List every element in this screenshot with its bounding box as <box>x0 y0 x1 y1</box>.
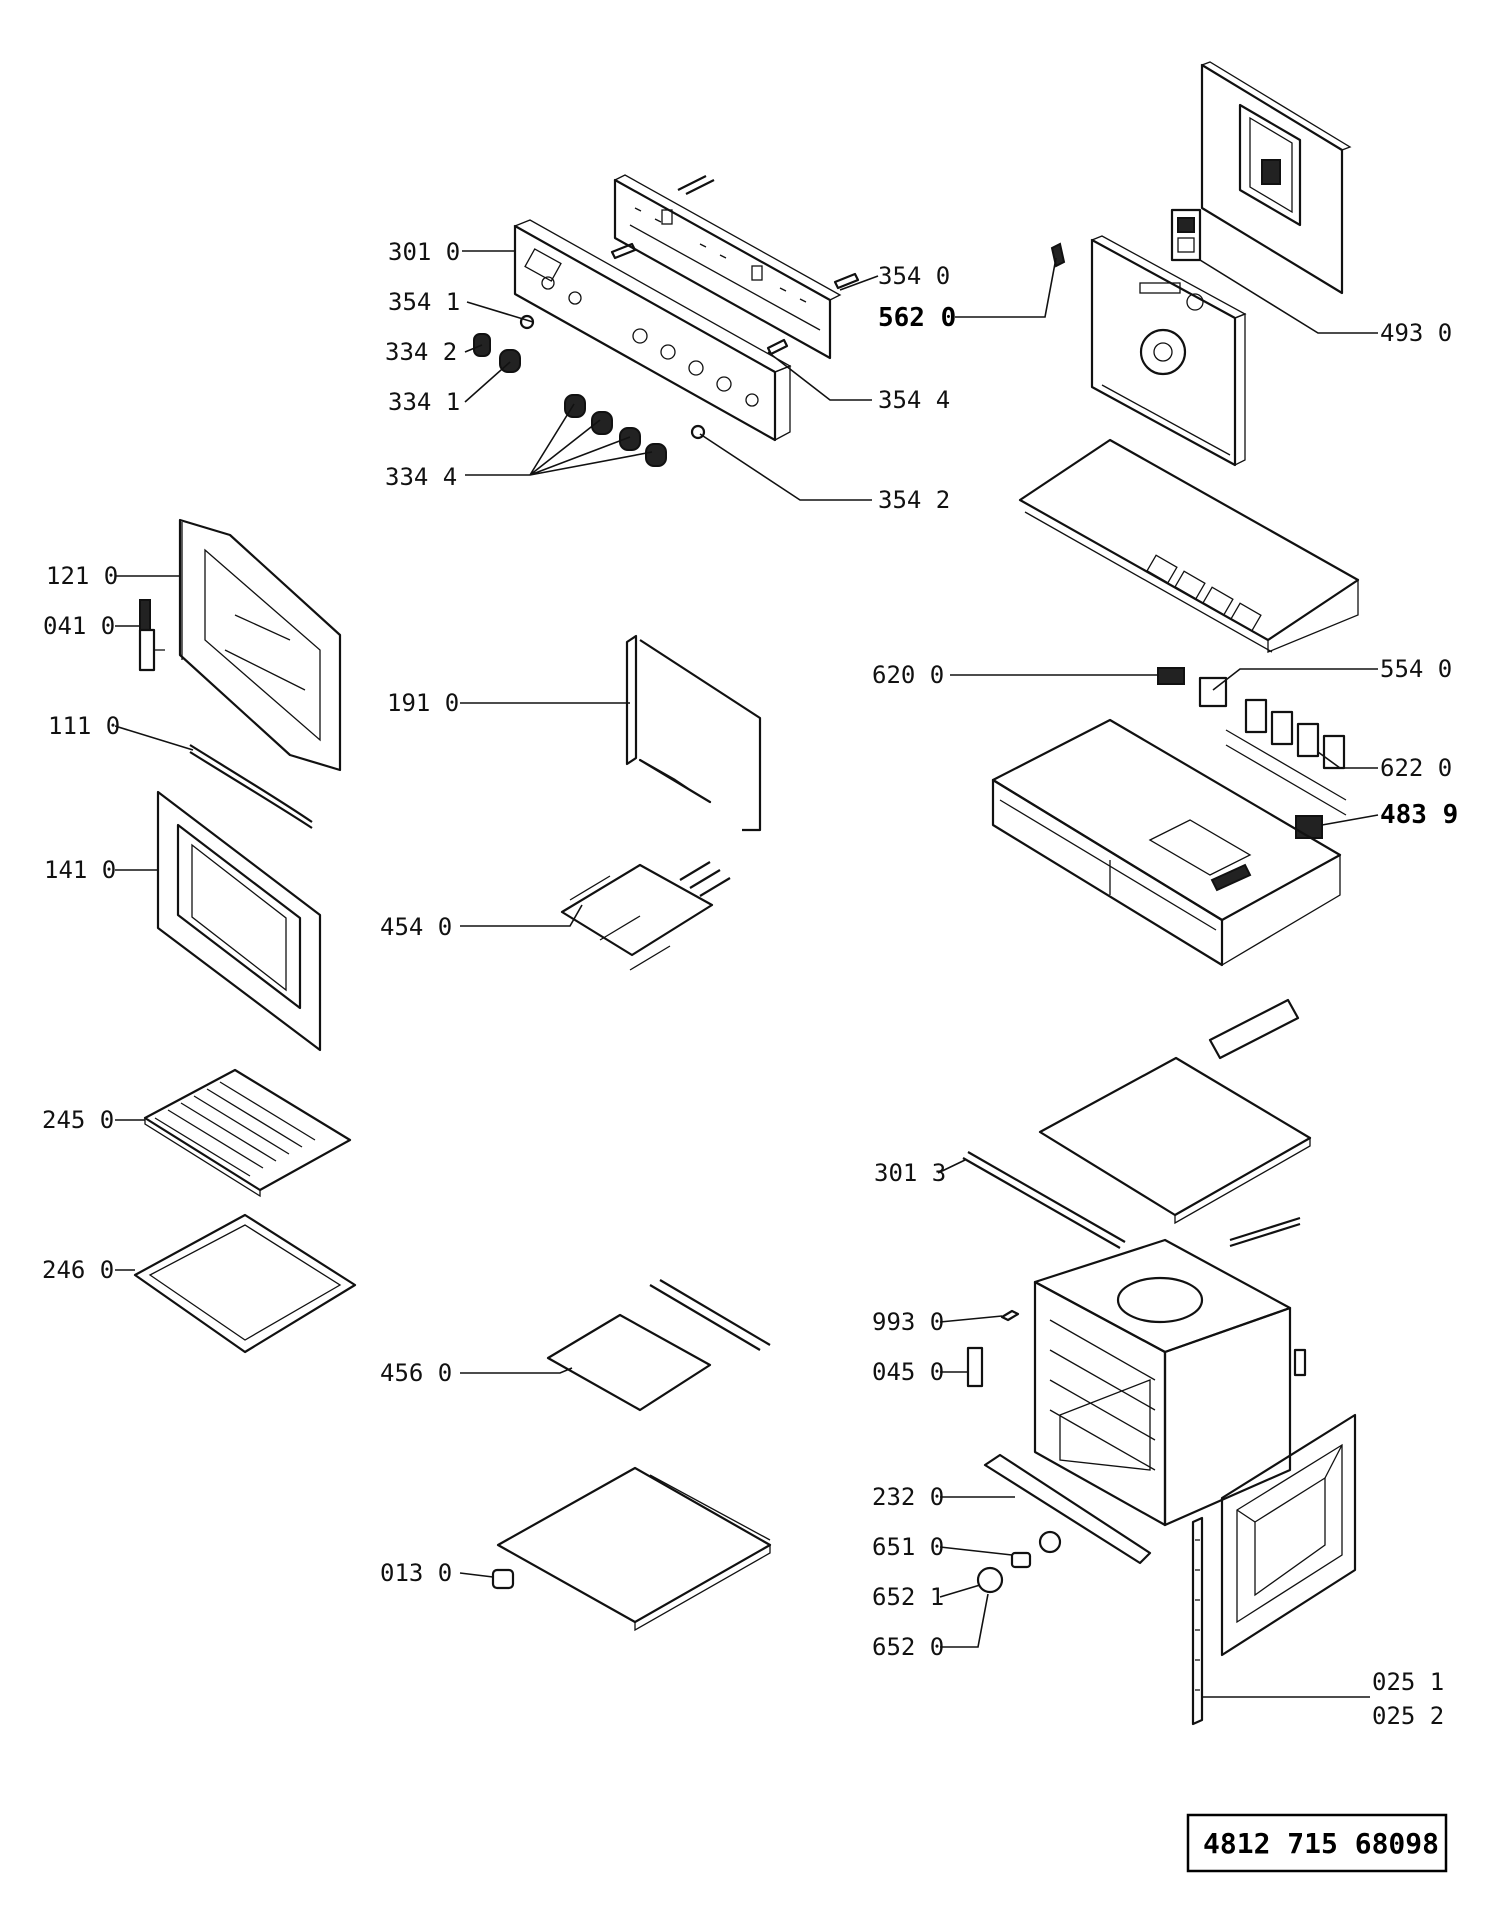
label-045-0: 045 0 <box>872 1358 944 1386</box>
label-334-2: 334 2 <box>385 338 457 366</box>
label-454-0: 454 0 <box>380 913 452 941</box>
outer-door-glass-panel <box>156 790 322 1052</box>
grill-rack <box>143 1068 352 1198</box>
label-620-0: 620 0 <box>872 661 944 689</box>
label-141-0: 141 0 <box>44 856 116 884</box>
side-runner-rails <box>962 1151 1301 1249</box>
leader-lines <box>114 250 1379 1698</box>
document-number-box: 4812 715 68098 <box>1186 1813 1448 1873</box>
label-652-0: 652 0 <box>872 1633 944 1661</box>
label-354-4: 354 4 <box>878 386 950 414</box>
door-seal-strip <box>1191 1516 1204 1726</box>
oven-bottom-plate <box>496 1466 772 1632</box>
fan-back-plate <box>1050 235 1247 467</box>
label-191-0: 191 0 <box>387 689 459 717</box>
knob-components <box>473 242 860 467</box>
control-panel-rear-bracket <box>613 174 842 360</box>
label-301-3: 301 3 <box>874 1159 946 1187</box>
label-301-0: 301 0 <box>388 238 460 266</box>
door-seal-gasket <box>625 634 762 832</box>
inner-door-panel <box>1220 1413 1357 1657</box>
document-number: 4812 715 68098 <box>1203 1827 1439 1860</box>
bottom-heating-element <box>546 1279 771 1412</box>
label-013-0: 013 0 <box>380 1559 452 1587</box>
top-heating-element <box>560 861 731 971</box>
oven-cavity-box <box>1033 1238 1292 1527</box>
label-483-9: 483 9 <box>1380 800 1458 830</box>
label-354-1: 354 1 <box>388 288 460 316</box>
cavity-top-plate <box>1038 1056 1312 1225</box>
label-456-0: 456 0 <box>380 1359 452 1387</box>
label-041-0: 041 0 <box>43 612 115 640</box>
control-panel-fascia <box>513 219 792 442</box>
label-652-1: 652 1 <box>872 1583 944 1611</box>
inner-door-frame <box>178 518 342 772</box>
part-number-labels: 301 0 354 1 334 2 334 1 334 4 354 0 562 … <box>42 238 1458 1730</box>
label-121-0: 121 0 <box>46 562 118 590</box>
label-334-4: 334 4 <box>385 463 457 491</box>
foot-cap <box>491 1568 515 1590</box>
top-cover-strip <box>1208 998 1300 1060</box>
label-354-0: 354 0 <box>878 262 950 290</box>
label-993-0: 993 0 <box>872 1308 944 1336</box>
label-232-0: 232 0 <box>872 1483 944 1511</box>
lower-base-frame <box>991 718 1342 967</box>
door-handle-rod <box>189 744 313 829</box>
label-622-0: 622 0 <box>1380 754 1452 782</box>
label-651-0: 651 0 <box>872 1533 944 1561</box>
small-fittings <box>966 1309 1307 1388</box>
cavity-front-strip <box>983 1453 1152 1565</box>
label-246-0: 246 0 <box>42 1256 114 1284</box>
label-554-0: 554 0 <box>1380 655 1452 683</box>
rear-cover-panel <box>1200 61 1352 295</box>
switch-components <box>1157 667 1347 839</box>
label-245-0: 245 0 <box>42 1106 114 1134</box>
label-025-1: 025 1 <box>1372 1668 1444 1696</box>
label-493-0: 493 0 <box>1380 319 1452 347</box>
label-025-2: 025 2 <box>1372 1702 1444 1730</box>
baking-tray <box>133 1213 357 1354</box>
label-334-1: 334 1 <box>388 388 460 416</box>
lamp-parts <box>976 1530 1062 1594</box>
label-111-0: 111 0 <box>48 712 120 740</box>
label-354-2: 354 2 <box>878 486 950 514</box>
label-562-0: 562 0 <box>878 303 956 333</box>
top-heat-shield-plate <box>1018 438 1360 653</box>
door-hinge <box>138 599 165 672</box>
relay-module <box>1170 208 1202 262</box>
